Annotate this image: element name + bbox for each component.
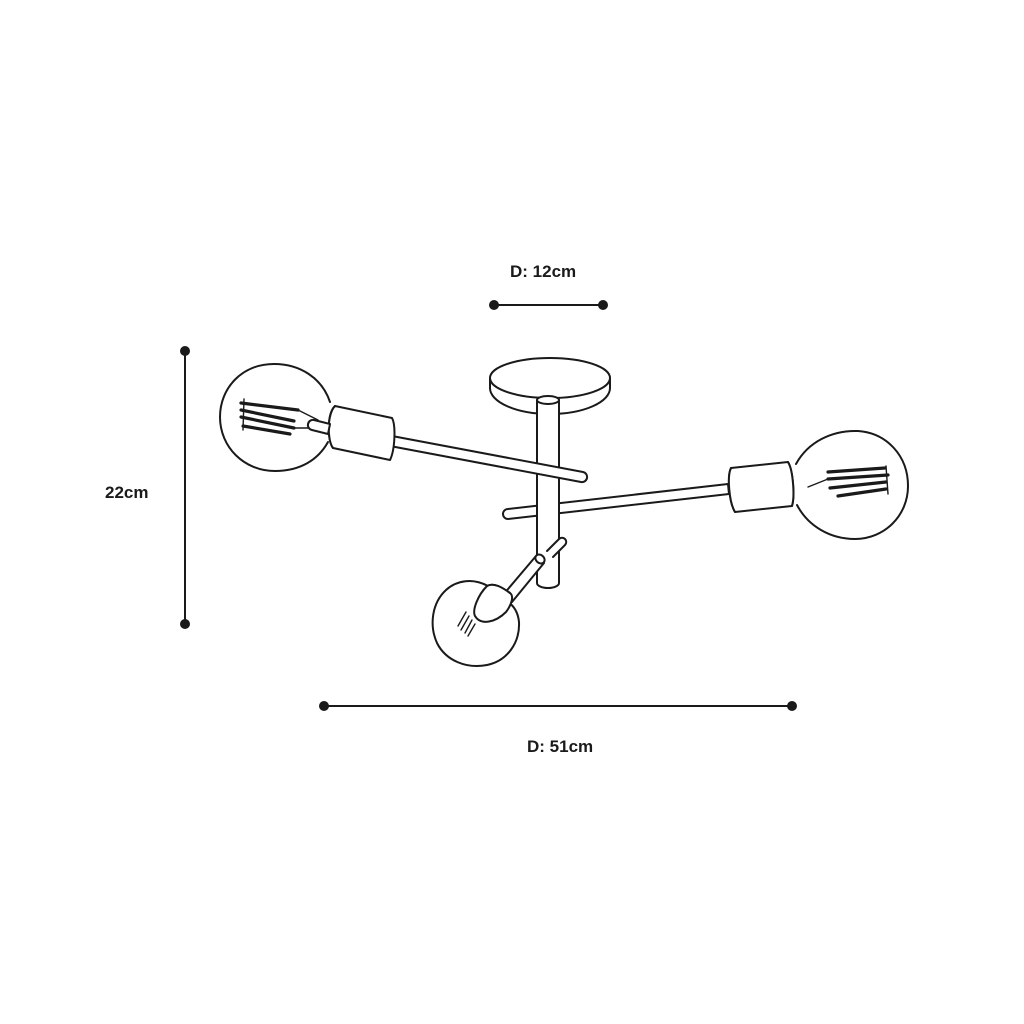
central-stem	[536, 395, 560, 589]
right-socket	[727, 461, 795, 513]
front-arm-stub	[546, 536, 568, 558]
stem-connector	[536, 502, 560, 519]
height-label: 22cm	[105, 483, 149, 502]
overall-diameter-label: D: 51cm	[527, 737, 594, 756]
left-arm	[389, 435, 589, 484]
dimension-line-canopy	[489, 300, 608, 310]
right-bulb	[795, 429, 909, 540]
canopy-diameter-label: D: 12cm	[510, 262, 577, 281]
dimension-line-height	[180, 346, 190, 629]
dimension-line-overall	[319, 701, 797, 711]
left-socket	[306, 405, 396, 461]
left-bulb	[219, 363, 331, 472]
bottom-socket	[473, 583, 514, 623]
